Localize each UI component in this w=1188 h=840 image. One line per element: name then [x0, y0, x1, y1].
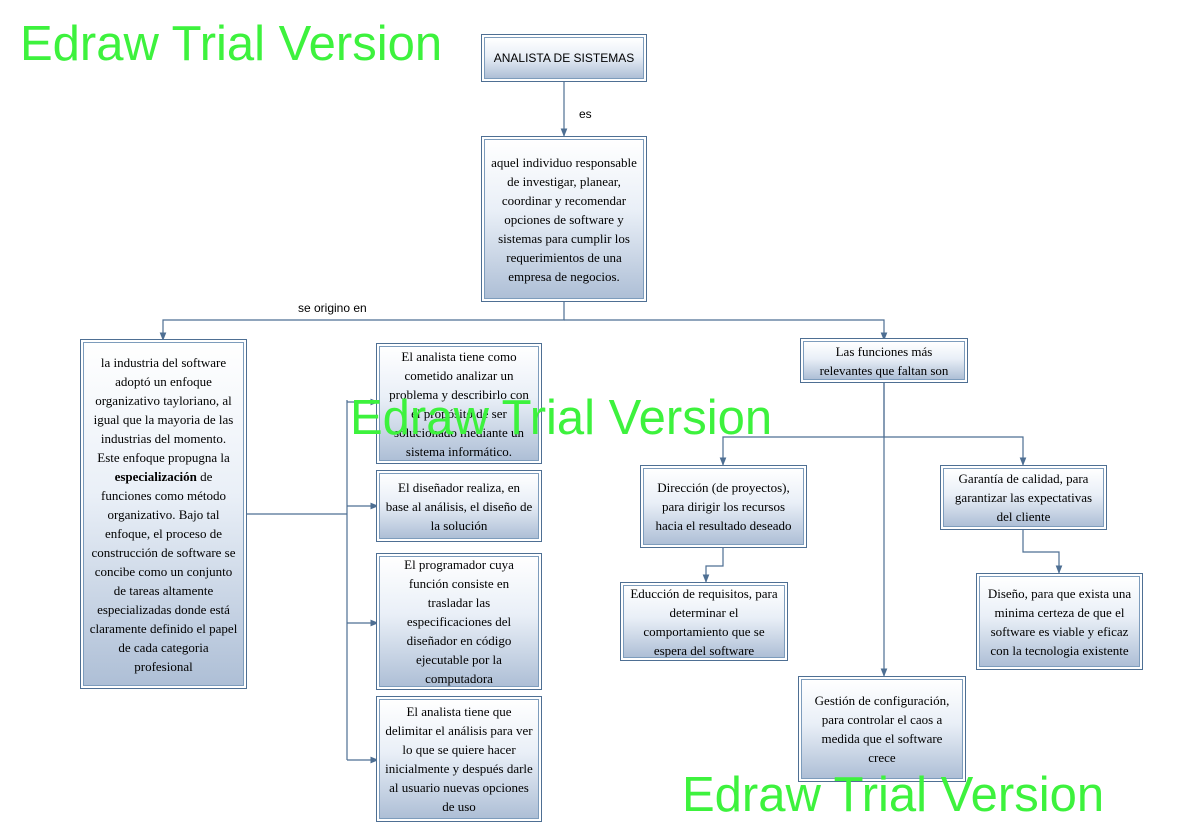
- node-programador-text: El programador cuya función consiste en …: [379, 556, 539, 687]
- node-diseno-text: Diseño, para que exista una minima certe…: [979, 576, 1140, 667]
- node-analista-text: ANALISTA DE SISTEMAS: [484, 37, 644, 79]
- edge-label-se-origino-en: se origino en: [298, 301, 367, 315]
- connector-direccion-educcion: [702, 548, 724, 583]
- node-funciones[interactable]: Las funciones más relevantes que faltan …: [800, 338, 968, 383]
- connector-branch-funciones: [564, 319, 888, 341]
- connector-funciones-garantia: [884, 436, 1027, 466]
- node-delimitar[interactable]: El analista tiene que delimitar el análi…: [376, 696, 542, 822]
- node-gestion[interactable]: Gestión de configuración, para controlar…: [798, 676, 966, 782]
- node-analista[interactable]: ANALISTA DE SISTEMAS: [481, 34, 647, 82]
- node-educcion[interactable]: Educción de requisitos, para determinar …: [620, 582, 788, 661]
- industria-text-bold: especialización: [114, 468, 197, 484]
- node-garantia[interactable]: Garantía de calidad, para garantizar las…: [940, 465, 1107, 530]
- node-industria[interactable]: la industria del software adoptó un enfo…: [80, 339, 247, 689]
- node-direccion-text: Dirección (de proyectos), para dirigir l…: [643, 468, 804, 545]
- node-garantia-text: Garantía de calidad, para garantizar las…: [943, 468, 1104, 527]
- industria-text-a: la industria del software adoptó un enfo…: [93, 354, 234, 465]
- industria-text-b: de funciones como método organizativo. B…: [89, 468, 238, 674]
- node-definicion[interactable]: aquel individuo responsable de investiga…: [481, 136, 647, 302]
- node-industria-text: la industria del software adoptó un enfo…: [83, 342, 244, 686]
- node-delimitar-text: El analista tiene que delimitar el análi…: [379, 699, 539, 819]
- edge-label-es: es: [579, 107, 592, 121]
- node-funciones-text: Las funciones más relevantes que faltan …: [803, 341, 965, 380]
- node-disenador-text: El diseñador realiza, en base al análisi…: [379, 473, 539, 539]
- node-diseno[interactable]: Diseño, para que exista una minima certe…: [976, 573, 1143, 670]
- node-direccion[interactable]: Dirección (de proyectos), para dirigir l…: [640, 465, 807, 548]
- node-cometido-text: El analista tiene como cometido analizar…: [379, 346, 539, 461]
- connector-funciones-direccion: [719, 383, 885, 466]
- node-definicion-text: aquel individuo responsable de investiga…: [484, 139, 644, 299]
- connector-garantia-diseno: [1022, 530, 1063, 574]
- node-programador[interactable]: El programador cuya función consiste en …: [376, 553, 542, 690]
- node-disenador[interactable]: El diseñador realiza, en base al análisi…: [376, 470, 542, 542]
- node-gestion-text: Gestión de configuración, para controlar…: [801, 679, 963, 779]
- node-cometido[interactable]: El analista tiene como cometido analizar…: [376, 343, 542, 464]
- node-educcion-text: Educción de requisitos, para determinar …: [623, 585, 785, 658]
- connector-definicion-branch: [159, 302, 565, 341]
